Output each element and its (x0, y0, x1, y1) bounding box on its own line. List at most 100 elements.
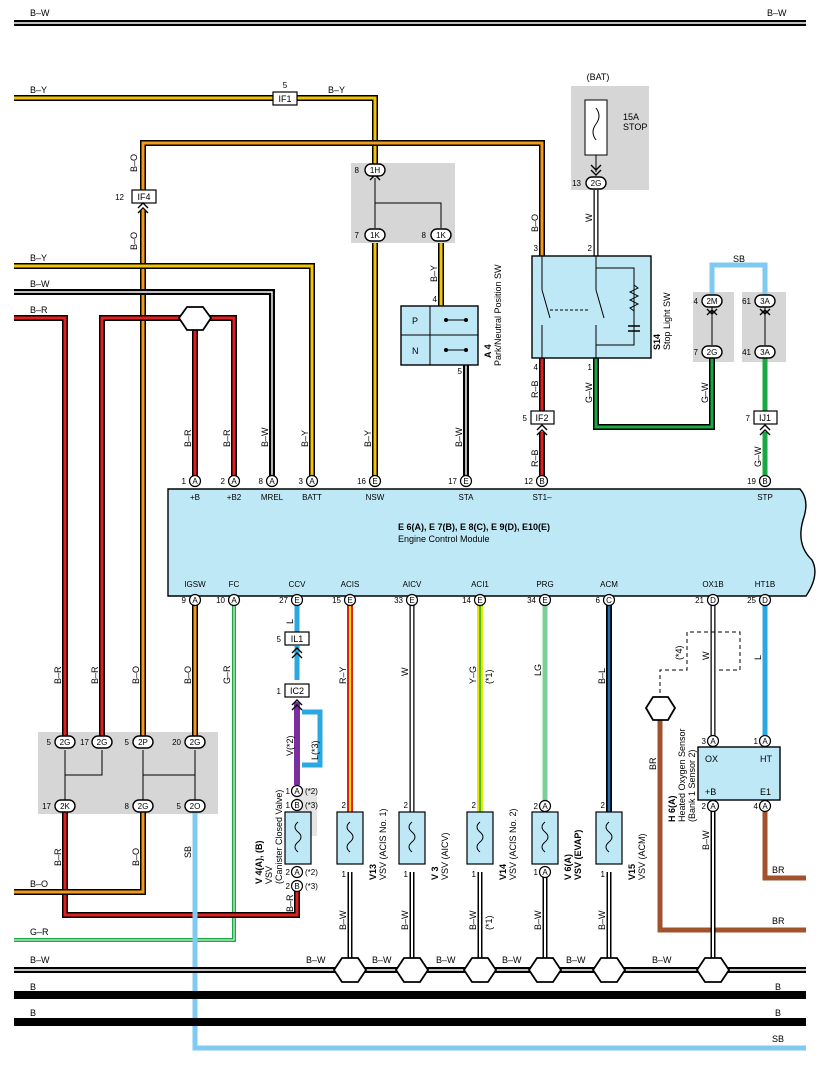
v4-name: (Canister Closed Valve) (274, 790, 284, 884)
ecm-pin-label: ACI1 (471, 580, 489, 589)
v15-code: V15 (627, 864, 637, 880)
pin-number: 3 (534, 244, 539, 253)
wire-label: B–W (306, 955, 326, 965)
wire-label: B–R (222, 429, 232, 447)
ecm-pin-label: IGSW (184, 580, 206, 589)
vsv-pin-labels: 1 A (*2) 1 B (*3) 2 A (*2) 2 B (*3) 2 1 … (286, 737, 769, 891)
wire-label: V(*2) (285, 735, 295, 756)
pin-number: 5 (125, 738, 130, 747)
ecm-pin-label: +B2 (227, 493, 242, 502)
wire-label: B (775, 1008, 781, 1018)
ecm-pin-label: NSW (366, 493, 385, 502)
v3-name: VSV (AICV) (440, 832, 450, 880)
wire-label: W (400, 667, 410, 676)
wire-label: B–W (338, 910, 348, 930)
junction-label: 1K (436, 231, 446, 240)
bat-label: (BAT) (587, 72, 610, 82)
pin-number: 5 (458, 367, 463, 376)
pin-number: 5 (47, 738, 52, 747)
connector-boxes (131, 91, 778, 698)
pin-number: 2 (286, 882, 291, 891)
junction-label: 2P (138, 738, 148, 747)
park-neutral-switch (400, 305, 479, 366)
terminal-circles (188, 474, 772, 893)
ecm-pin-label: ACM (600, 580, 618, 589)
oxygen-sensor (697, 746, 781, 801)
sensor-b: +B (705, 787, 716, 797)
wire-label: B–W (372, 955, 392, 965)
pin-term: B (294, 801, 299, 810)
ecm-pin-term: E (477, 596, 482, 605)
wire-label: B–W (502, 955, 522, 965)
sensor-name: Heated Oxygen Sensor (677, 728, 687, 822)
ecm-pin-label: +B (190, 493, 200, 502)
pin-number: 7 (355, 231, 360, 240)
wire-label: B–Y (363, 430, 373, 447)
v15-name: VSV (ACM) (637, 833, 647, 880)
ecm-pin-term: B (539, 477, 544, 486)
pin-number: 5 (283, 81, 288, 90)
wire-label: SB (772, 1034, 784, 1044)
ground-v3 (394, 957, 430, 983)
wire-label: B (30, 982, 36, 992)
junction-label: 2G (707, 348, 718, 357)
wire-label: B (30, 1008, 36, 1018)
splice-br (177, 306, 213, 331)
ecm-pin-label: STA (459, 493, 475, 502)
junction-label: 2G (591, 179, 602, 188)
wire-label: W (584, 213, 594, 222)
v13-code: V13 (368, 864, 378, 880)
wire-label: B–R (30, 305, 48, 315)
wire-label: BR (648, 757, 658, 770)
sensor-code: H 6(A) (667, 795, 677, 822)
wire-label: L (753, 655, 763, 660)
pin-note: (*3) (305, 882, 318, 891)
wire-label: G–W (584, 382, 594, 403)
wire-label: B–Y (30, 85, 47, 95)
v13-name: VSV (ACIS No. 1) (378, 808, 388, 880)
wire-label: B (775, 982, 781, 992)
junction-label: 2G (97, 738, 108, 747)
ecm-pin-label: ST1– (532, 493, 552, 502)
wire-label: R–Y (338, 666, 348, 684)
ecm-pin-term: A (192, 477, 198, 486)
pin-number: 1 (754, 737, 759, 746)
ecm-pin-label: PRG (536, 580, 553, 589)
pin-number: 2 (472, 801, 477, 810)
pin-number: 41 (742, 348, 751, 357)
ecm-pin-label: MREL (261, 493, 284, 502)
pin-number: 2 (342, 801, 347, 810)
pin-number: 13 (572, 179, 581, 188)
ecm-pin-term: E (372, 477, 377, 486)
ecm-pin-number: 25 (747, 596, 756, 605)
connector-if1: IF1 (278, 94, 291, 104)
sensor-e1: E1 (760, 787, 771, 797)
v3-code: V 3 (430, 866, 440, 880)
pin-number: 5 (523, 414, 528, 423)
pin-number: 2 (702, 802, 707, 811)
wire-label: B–Y (30, 253, 47, 263)
pin-term: A (762, 802, 768, 811)
wire-label: BR (772, 916, 785, 926)
pin-number: 17 (42, 802, 51, 811)
ecm-pin-term: A (192, 596, 198, 605)
connector-if2: IF2 (535, 413, 548, 423)
wire-label: B–O (131, 666, 141, 684)
ecm-pin-number: 10 (216, 596, 225, 605)
ecm-pin-term: A (231, 596, 237, 605)
ecm-pin-number: 2 (221, 477, 226, 486)
wire-label: B–W (260, 427, 270, 447)
junction-label: 2O (190, 802, 201, 811)
pin-number: 1 (534, 868, 539, 877)
wire-label: B–O (530, 214, 540, 232)
pin-number: 1 (404, 870, 409, 879)
wire-label: G–R (30, 927, 49, 937)
junction-internal (64, 178, 766, 800)
wire-label: B–W (652, 955, 672, 965)
v4-type: VSV (264, 866, 274, 884)
ecm-pin-number: 33 (394, 596, 403, 605)
wire-label: B–O (183, 666, 193, 684)
ground-v14 (462, 957, 498, 983)
pin-number: 8 (355, 166, 360, 175)
